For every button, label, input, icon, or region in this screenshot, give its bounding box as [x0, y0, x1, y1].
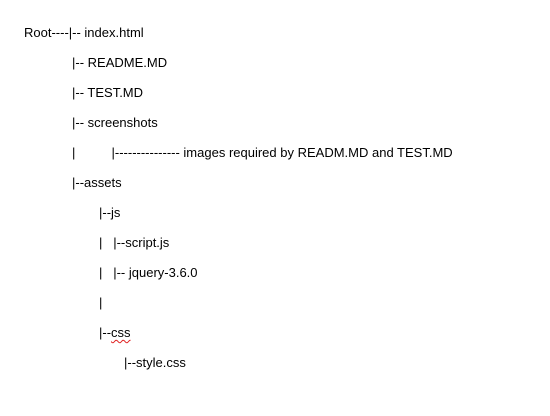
tree-line-css-prefix: |-- [99, 325, 112, 340]
tree-line-jquery: | |-- jquery-3.6.0 [99, 265, 198, 280]
tree-line-script-js: | |--script.js [99, 235, 170, 250]
tree-line-js: |--js [99, 205, 121, 220]
tree-line-screenshots: |-- screenshots [72, 115, 158, 130]
tree-line-css: |--css [99, 325, 131, 341]
tree-line-readme: |-- README.MD [72, 55, 168, 70]
tree-line-separator: | [99, 295, 103, 310]
tree-line-assets: |--assets [72, 175, 122, 190]
tree-line-root: Root----|-- index.html [24, 25, 144, 40]
spellcheck-flagged-word: css [111, 325, 131, 340]
tree-line-style-css: |--style.css [124, 355, 186, 370]
tree-line-screenshots-note: | |--------------- images required by RE… [72, 145, 453, 160]
tree-line-test: |-- TEST.MD [72, 85, 144, 100]
